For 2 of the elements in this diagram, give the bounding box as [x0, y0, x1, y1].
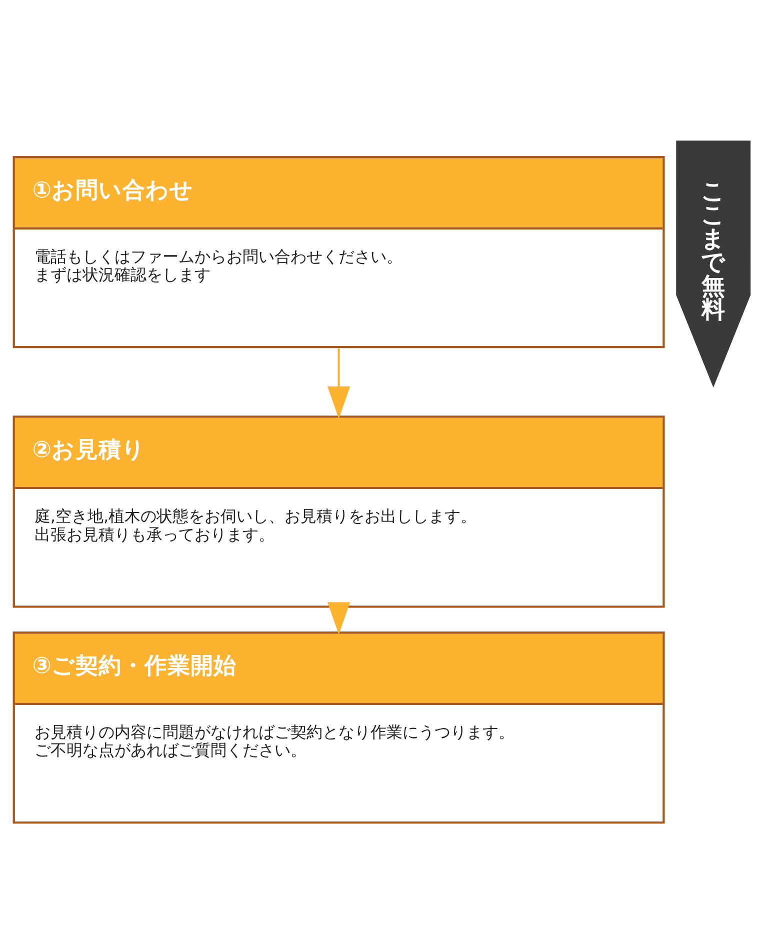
arrow	[327, 602, 350, 634]
arrow	[327, 348, 350, 418]
